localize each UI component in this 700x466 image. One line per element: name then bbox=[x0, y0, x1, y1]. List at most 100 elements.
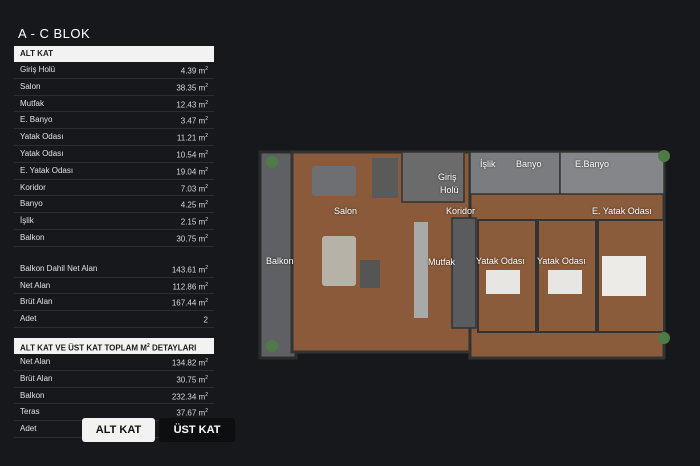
row-value-sup: 2 bbox=[205, 233, 208, 240]
row-value-sup: 2 bbox=[205, 99, 208, 106]
row-label: Brüt Alan bbox=[20, 373, 53, 383]
table-row: İşlik 2.15 m2 bbox=[14, 213, 214, 230]
islik-banyo-area bbox=[469, 151, 561, 195]
row-label: Koridor bbox=[20, 182, 46, 192]
alt-kat-button[interactable]: ALT KAT bbox=[82, 418, 155, 442]
floor-plan: Salon Giriş Holü İşlik Banyo E.Banyo Kor… bbox=[252, 110, 684, 372]
row-value-text: 143.61 m bbox=[171, 265, 206, 275]
table-row: Net Alan 112.86 m2 bbox=[14, 278, 214, 295]
row-label: Giriş Holü bbox=[20, 65, 56, 74]
giris-holu-area bbox=[401, 151, 465, 203]
row-label: Net Alan bbox=[20, 356, 51, 366]
plant-bottom-left bbox=[266, 340, 278, 352]
row-value: 2 bbox=[204, 311, 208, 327]
row-value-sup: 2 bbox=[205, 264, 208, 271]
row-value: 2.15 m2 bbox=[181, 213, 208, 229]
row-value-sup: 2 bbox=[205, 217, 208, 224]
table-row: E. Yatak Odası 19.04 m2 bbox=[14, 163, 214, 180]
row-value-sup: 2 bbox=[205, 200, 208, 207]
toplam-header-sup: 2 bbox=[146, 342, 150, 349]
row-label: Net Alan bbox=[20, 280, 51, 290]
row-value: 19.04 m2 bbox=[176, 163, 208, 179]
table-row: Net Alan 134.82 m2 bbox=[14, 354, 214, 371]
row-value-sup: 2 bbox=[205, 116, 208, 123]
sofa bbox=[322, 236, 356, 286]
row-label: Brüt Alan bbox=[20, 297, 53, 307]
row-value-text: 2.15 m bbox=[180, 217, 206, 227]
row-value: 37.67 m2 bbox=[176, 404, 208, 420]
row-value: 38.35 m2 bbox=[176, 79, 208, 95]
row-value-text: 11.21 m bbox=[176, 133, 206, 143]
bed-2 bbox=[548, 270, 582, 294]
row-value: 30.75 m2 bbox=[176, 371, 208, 387]
row-value-sup: 2 bbox=[205, 408, 208, 415]
row-value-text: 10.54 m bbox=[176, 150, 206, 160]
label-salon: Salon bbox=[334, 206, 358, 216]
row-value: 10.54 m2 bbox=[176, 146, 208, 162]
label-e-banyo: E.Banyo bbox=[575, 159, 610, 169]
row-label: Balkon Dahil Net Alan bbox=[20, 263, 98, 273]
row-label: İşlik bbox=[20, 216, 34, 226]
row-value-sup: 2 bbox=[205, 391, 208, 398]
row-value: 143.61 m2 bbox=[172, 261, 208, 277]
row-value-text: 19.04 m bbox=[176, 167, 206, 177]
row-value-text: 134.82 m bbox=[171, 358, 206, 368]
row-value-text: 37.67 m bbox=[176, 409, 206, 418]
row-label: E. Yatak Odası bbox=[20, 165, 74, 175]
row-value: 30.75 m2 bbox=[176, 230, 208, 246]
row-value: 11.21 m2 bbox=[177, 129, 208, 145]
row-label: Balkon bbox=[20, 390, 45, 400]
row-value-sup: 2 bbox=[205, 66, 208, 72]
label-yatak-1: Yatak Odası bbox=[476, 256, 525, 266]
table-row: Yatak Odası 10.54 m2 bbox=[14, 146, 214, 163]
label-mutfak: Mutfak bbox=[428, 257, 456, 267]
row-value: 112.86 m2 bbox=[172, 278, 208, 294]
floor-switch: ALT KAT ÜST KAT bbox=[82, 418, 235, 442]
row-value-text: 12.43 m bbox=[176, 100, 206, 110]
ust-kat-button[interactable]: ÜST KAT bbox=[159, 418, 235, 442]
row-value-text: 167.44 m bbox=[171, 299, 206, 309]
row-value: 7.03 m2 bbox=[181, 180, 208, 196]
plant-top-left bbox=[266, 156, 278, 168]
plant-top-right bbox=[658, 150, 670, 162]
page-title: A - C BLOK bbox=[18, 26, 91, 41]
table-row: Mutfak 12.43 m2 bbox=[14, 96, 214, 113]
row-value: 167.44 m2 bbox=[172, 294, 208, 310]
row-value-sup: 2 bbox=[205, 149, 208, 156]
row-label: Adet bbox=[20, 424, 37, 434]
table-row: Brüt Alan 167.44 m2 bbox=[14, 294, 214, 312]
table-row: Brüt Alan 30.75 m2 bbox=[14, 371, 214, 388]
label-yatak-2: Yatak Odası bbox=[537, 256, 586, 266]
mutfak-area bbox=[451, 217, 477, 329]
stairs bbox=[372, 158, 398, 198]
row-label: Mutfak bbox=[20, 98, 45, 108]
dining-table bbox=[312, 166, 356, 196]
row-value-text: 30.75 m bbox=[176, 234, 206, 244]
row-label: Yatak Odası bbox=[20, 148, 64, 158]
label-balkon: Balkon bbox=[266, 256, 294, 266]
label-koridor: Koridor bbox=[446, 206, 476, 216]
row-value-text: 112.86 m bbox=[172, 282, 206, 292]
row-value-sup: 2 bbox=[205, 374, 208, 381]
row-label: Teras bbox=[20, 407, 40, 417]
row-value: 232.34 m2 bbox=[172, 388, 208, 404]
row-value: 134.82 m2 bbox=[172, 354, 208, 370]
label-banyo: Banyo bbox=[516, 159, 542, 169]
row-value-sup: 2 bbox=[205, 357, 208, 364]
row-value-text: 2 bbox=[203, 315, 208, 325]
row-value-sup: 2 bbox=[205, 183, 208, 190]
table-row: Balkon Dahil Net Alan 143.61 m2 bbox=[14, 261, 214, 278]
alt-kat-header: ALT KAT bbox=[14, 46, 214, 62]
row-value-sup: 2 bbox=[205, 133, 208, 140]
floor-plan-drawing bbox=[258, 150, 670, 360]
bed-master bbox=[602, 256, 646, 296]
label-giris-2: Holü bbox=[440, 185, 459, 195]
